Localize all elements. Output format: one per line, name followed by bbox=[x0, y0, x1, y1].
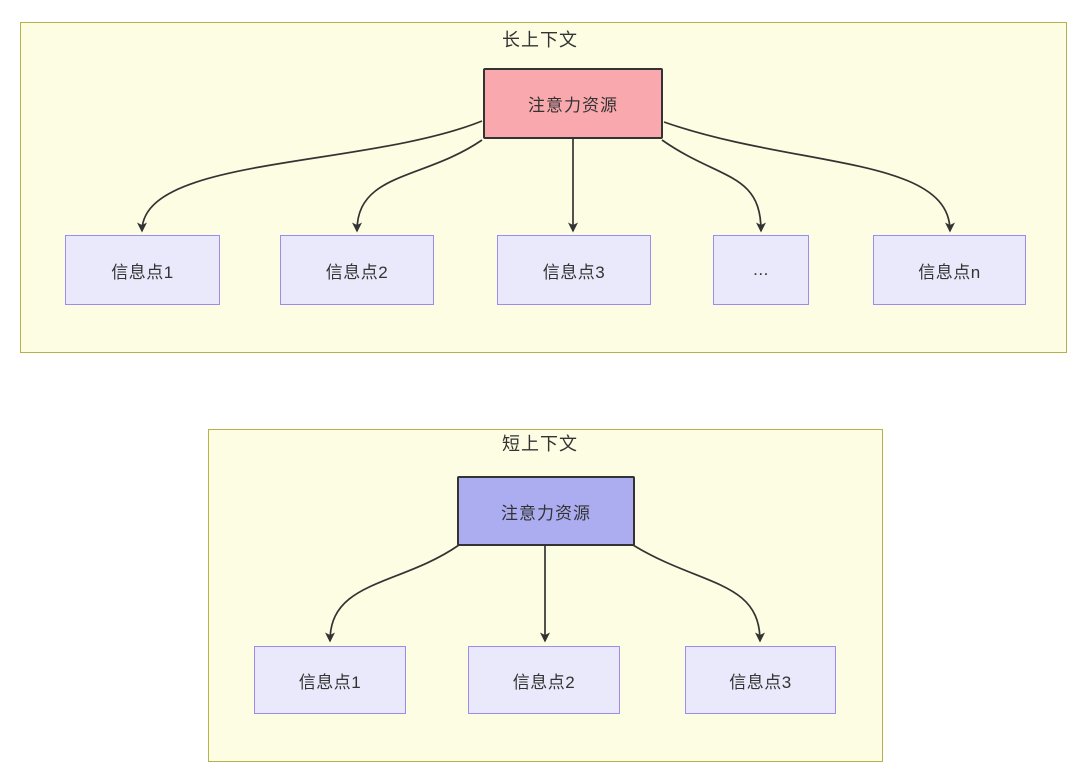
long-info-node-3: 信息点3 bbox=[497, 235, 651, 305]
long-info-node-2: 信息点2 bbox=[280, 235, 434, 305]
long-info-node-n: 信息点n bbox=[873, 235, 1026, 305]
short-info-node-1: 信息点1 bbox=[254, 646, 406, 714]
short-attention-resource-node: 注意力资源 bbox=[457, 476, 635, 546]
short-context-title: 短上下文 bbox=[502, 434, 578, 454]
short-info-node-2: 信息点2 bbox=[468, 646, 620, 714]
long-info-node-1: 信息点1 bbox=[65, 235, 220, 305]
short-info-node-3: 信息点3 bbox=[685, 646, 836, 714]
long-info-node-ellipsis: ... bbox=[713, 235, 809, 305]
long-context-title: 长上下文 bbox=[502, 30, 578, 50]
long-attention-resource-node: 注意力资源 bbox=[483, 68, 663, 139]
